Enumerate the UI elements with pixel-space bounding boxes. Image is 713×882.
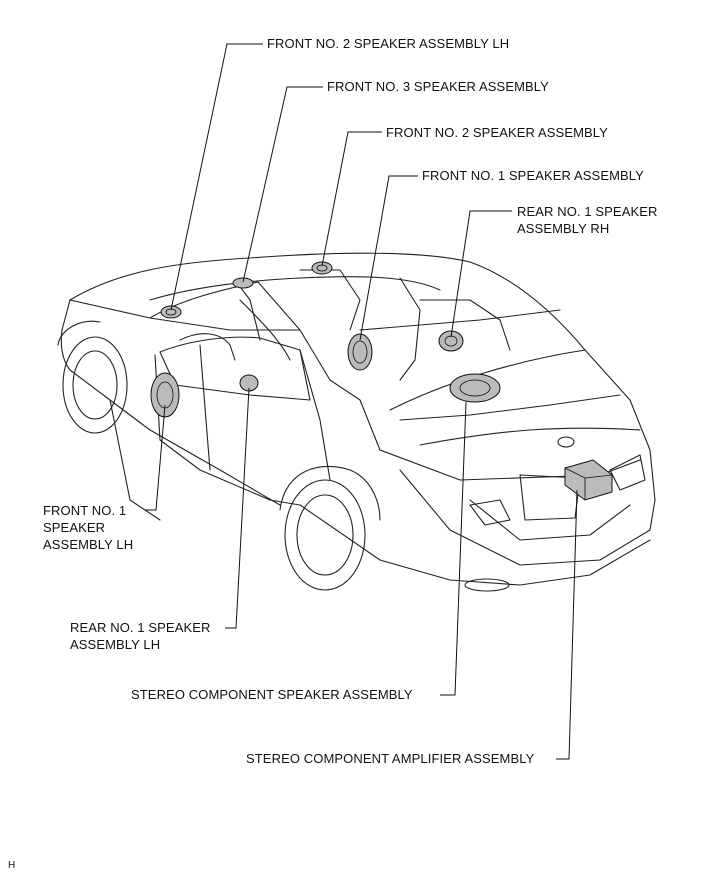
amplifier-box bbox=[564, 459, 613, 501]
leader-rear-no1-rh bbox=[450, 210, 512, 338]
speaker-front-no3 bbox=[232, 277, 254, 289]
label-front-no1-speaker: FRONT NO. 1 SPEAKER ASSEMBLY bbox=[422, 168, 644, 183]
label-stereo-component-amplifier: STEREO COMPONENT AMPLIFIER ASSEMBLY bbox=[246, 751, 535, 766]
speaker-rear-no1-rh bbox=[438, 330, 464, 352]
front-wheel bbox=[62, 336, 128, 434]
leader-front-no3 bbox=[242, 86, 323, 283]
corner-mark: H bbox=[8, 860, 16, 871]
label-rear-no1-speaker-rh: REAR NO. 1 SPEAKER ASSEMBLY RH bbox=[517, 204, 658, 236]
car-side-outline bbox=[109, 399, 161, 521]
rear-bumper bbox=[399, 469, 656, 566]
leader-front-no2 bbox=[321, 131, 382, 267]
car-roof-outline bbox=[69, 252, 586, 351]
car-hood-outline bbox=[60, 299, 281, 506]
rear-wheel bbox=[284, 479, 366, 591]
leader-front-no1-lh bbox=[145, 404, 166, 511]
leader-front-no2-lh bbox=[170, 43, 263, 311]
leader-stereo-amplifier bbox=[556, 489, 578, 760]
leader-front-no1 bbox=[359, 175, 418, 341]
label-front-no2-speaker-lh: FRONT NO. 2 SPEAKER ASSEMBLY LH bbox=[267, 36, 510, 51]
trunk-outline bbox=[389, 349, 656, 501]
label-front-no2-speaker: FRONT NO. 2 SPEAKER ASSEMBLY bbox=[386, 125, 608, 140]
label-stereo-component-speaker: STEREO COMPONENT SPEAKER ASSEMBLY bbox=[131, 687, 413, 702]
speaker-stereo-component bbox=[449, 373, 501, 403]
speaker-front-no1-lh bbox=[150, 372, 180, 418]
speaker-front-no2 bbox=[311, 261, 333, 275]
label-front-no3-speaker: FRONT NO. 3 SPEAKER ASSEMBLY bbox=[327, 79, 549, 94]
speaker-front-no2-lh bbox=[160, 305, 182, 319]
leader-rear-no1-lh bbox=[225, 387, 250, 629]
label-rear-no1-speaker-lh: REAR NO. 1 SPEAKER ASSEMBLY LH bbox=[70, 620, 211, 652]
speaker-front-no1 bbox=[347, 333, 373, 371]
leader-stereo-speaker bbox=[440, 401, 467, 696]
label-front-no1-speaker-lh: FRONT NO. 1 SPEAKER ASSEMBLY LH bbox=[43, 503, 134, 552]
